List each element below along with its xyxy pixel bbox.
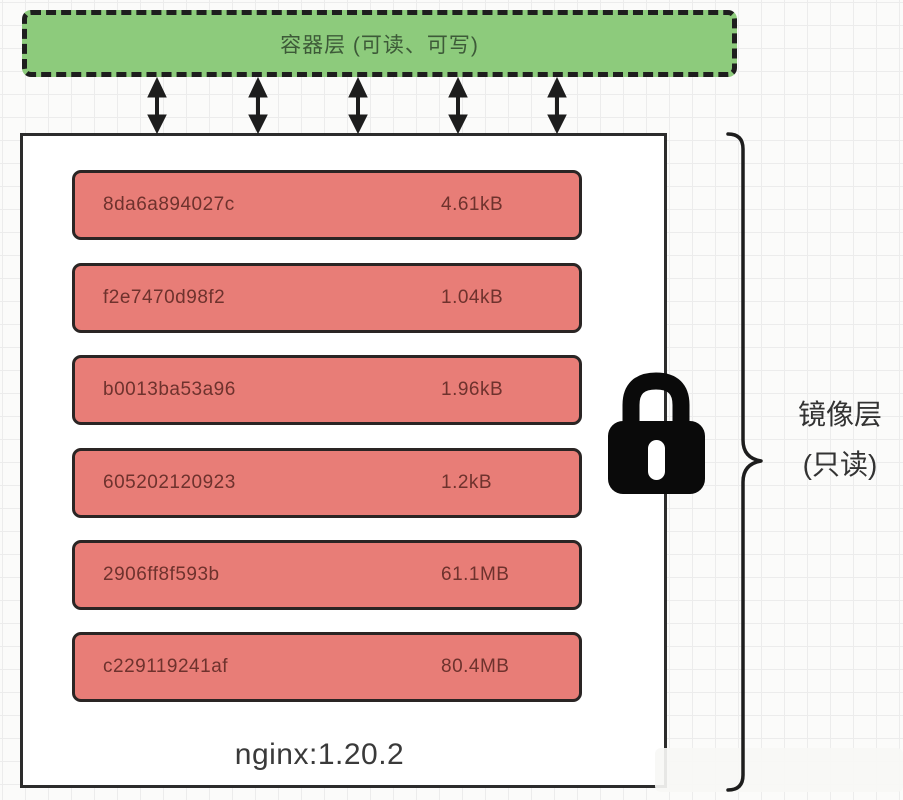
table-row: 2906ff8f593b 61.1MB: [72, 540, 582, 610]
layer-id: 8da6a894027c: [103, 194, 235, 215]
container-layer-label: 容器层 (可读、可写): [280, 33, 479, 57]
double-arrow-icon: [248, 76, 268, 135]
layer-size: 61.1MB: [441, 564, 510, 585]
double-arrow-icon: [547, 76, 567, 135]
layer-size: 1.04kB: [441, 287, 504, 308]
readonly-label: 镜像层 (只读): [772, 390, 903, 490]
layer-size: 1.96kB: [441, 379, 504, 400]
layer-id: b0013ba53a96: [103, 379, 236, 400]
image-layer-box: 8da6a894027c 4.61kB f2e7470d98f2 1.04kB …: [20, 133, 667, 788]
container-layer-box: 容器层 (可读、可写): [22, 10, 737, 77]
image-name-label: nginx:1.20.2: [234, 738, 405, 771]
table-row: 8da6a894027c 4.61kB: [72, 170, 582, 240]
layer-id: 2906ff8f593b: [103, 564, 220, 585]
table-row: c229119241af 80.4MB: [72, 632, 582, 702]
table-row: f2e7470d98f2 1.04kB: [72, 263, 582, 333]
watermark-smudge: [655, 748, 903, 792]
double-arrow-icon: [348, 76, 368, 135]
double-arrow-icon: [147, 76, 167, 135]
layer-id: 605202120923: [103, 472, 236, 493]
layer-size: 1.2kB: [441, 472, 493, 493]
curly-brace: [726, 132, 763, 792]
double-arrow-icon: [448, 76, 468, 135]
table-row: b0013ba53a96 1.96kB: [72, 355, 582, 425]
readonly-label-line1: 镜像层: [797, 399, 882, 430]
layer-size: 4.61kB: [441, 194, 504, 215]
table-row: 605202120923 1.2kB: [72, 448, 582, 518]
layer-id: f2e7470d98f2: [103, 287, 226, 308]
layer-size: 80.4MB: [441, 656, 510, 677]
layer-id: c229119241af: [103, 656, 229, 677]
readonly-label-line2: (只读): [802, 449, 878, 480]
